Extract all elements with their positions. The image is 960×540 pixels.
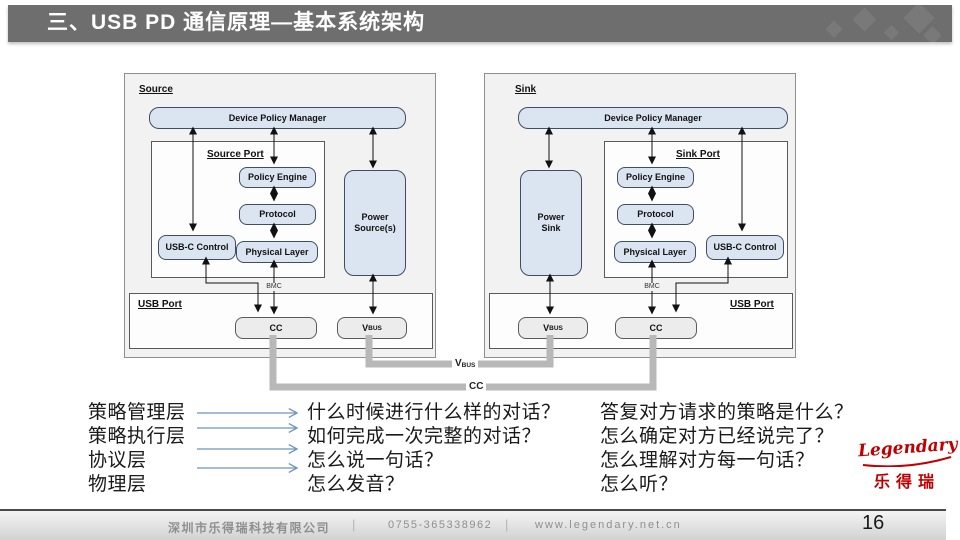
company-logo: Legendary 乐得瑞 [857,434,958,508]
layer-name: 策略管理层 [88,402,186,423]
source-label: Source [139,84,173,95]
question: 怎么理解对方每一句话？ [600,450,815,471]
question: 怎么确定对方已经说完了？ [600,426,835,447]
vbus-sub: BUS [461,362,476,369]
deco-diamond [923,26,942,45]
deco-diamond [883,24,900,41]
deco-diamond [852,7,877,32]
vbus-text: V [362,323,369,333]
sink-power-box: Power Sink [520,170,582,276]
sink-usb-port-label: USB Port [730,299,774,310]
logo-swoosh [862,456,952,467]
question: 如何完成一次完整的对话？ [307,426,542,447]
footer-separator: | [352,517,356,532]
sink-usbc-control-box: USB-C Control [706,235,784,260]
source-policy-engine-box: Policy Engine [239,167,316,188]
sink-power-label: Power Sink [537,212,565,233]
sink-policy-engine-box: Policy Engine [617,167,694,188]
question: 怎么说一句话？ [307,450,444,471]
page-title: 三、USB PD 通信原理—基本系统架构 [47,11,426,34]
source-dpm-box: Device Policy Manager [149,107,406,129]
question: 怎么发音？ [307,474,405,495]
question: 什么时候进行什么样的对话？ [307,402,561,423]
source-power-box: Power Source(s) [344,170,406,276]
header-bar [8,2,952,45]
sink-protocol-box: Protocol [617,204,694,225]
sink-cc-box: CC [615,317,697,339]
sink-physical-layer-box: Physical Layer [614,241,696,263]
question-column-left: 什么时候进行什么样的对话？ 如何完成一次完整的对话？ 怎么说一句话？ 怎么发音？ [307,401,561,497]
sink-port-frame: Sink Port Policy Engine Protocol Physica… [604,141,788,278]
source-power-label: Power Source(s) [354,212,396,233]
question-column-right: 答复对方请求的策略是什么？ 怎么确定对方已经说完了？ 怎么理解对方每一句话？ 怎… [600,401,854,497]
deco-diamond [825,20,843,38]
footer-url: www.legendary.net.cn [535,519,682,531]
sink-dpm-box: Device Policy Manager [518,107,788,129]
layer-name: 协议层 [88,450,147,471]
footer-divider [0,509,946,511]
footer-separator: | [505,517,509,532]
cable-vbus-label: VBUS [452,358,479,372]
source-port-frame: Source Port Policy Engine Protocol Physi… [151,141,325,278]
source-cc-box: CC [235,317,317,339]
source-usb-port-label: USB Port [138,299,182,310]
vbus-text: V [543,323,550,333]
source-usbc-control-box: USB-C Control [158,235,236,260]
source-port-label: Source Port [207,149,264,160]
vbus-text: V [455,358,462,369]
footer-company: 深圳市乐得瑞科技有限公司 [168,521,331,535]
source-physical-layer-box: Physical Layer [236,241,318,263]
layer-name: 策略执行层 [88,426,186,447]
footer-bar [0,511,946,540]
source-block: Source Device Policy Manager Source Port… [124,73,436,358]
source-bmc-label: BMC [261,283,287,291]
vbus-sub: BUS [368,324,382,332]
sink-port-label: Sink Port [676,149,720,160]
vbus-sub: BUS [549,324,563,332]
source-protocol-box: Protocol [239,204,316,225]
question: 怎么听？ [600,474,679,495]
cable-cc-label: CC [466,381,487,393]
question: 答复对方请求的策略是什么？ [600,402,854,423]
page-number: 16 [862,512,885,534]
layer-names-column: 策略管理层 策略执行层 协议层 物理层 [88,401,186,497]
logo-chinese-text: 乐得瑞 [873,474,940,491]
layer-name: 物理层 [88,474,147,495]
sink-block: Sink Device Policy Manager Power Sink Si… [484,73,796,358]
sink-bmc-label: BMC [639,283,665,291]
sink-label: Sink [515,84,537,95]
footer-phone: 0755-365338962 [388,519,493,531]
